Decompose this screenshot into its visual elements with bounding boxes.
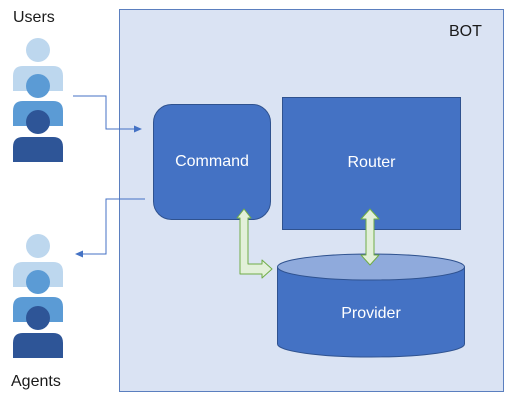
users-label: Users	[13, 9, 55, 26]
users-to-command-connector	[73, 95, 142, 133]
router-provider-block-arrow	[360, 208, 380, 266]
agents-person-icon	[13, 234, 63, 358]
router-node	[282, 97, 461, 230]
command-to-agents-connector	[75, 198, 145, 258]
agents-label: Agents	[11, 373, 61, 390]
router-label: Router	[347, 154, 396, 171]
command-label: Command	[175, 153, 249, 170]
command-node	[153, 104, 271, 220]
provider-node	[277, 253, 465, 358]
users-person-icon	[13, 38, 63, 162]
command-provider-block-arrow	[236, 208, 273, 279]
bot-label: BOT	[449, 23, 482, 40]
provider-label: Provider	[341, 305, 401, 322]
